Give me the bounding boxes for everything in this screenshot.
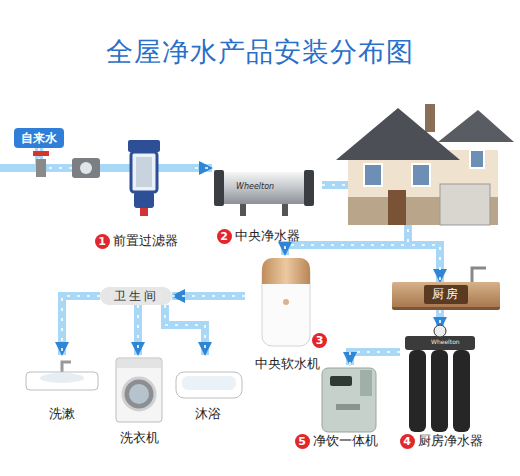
- house-window: [470, 150, 484, 168]
- callout-number: 3: [312, 333, 327, 348]
- flow-dashes: [285, 185, 408, 255]
- dispenser-node: 净饮一体机: [300, 365, 390, 450]
- filter-bowl: [134, 192, 154, 208]
- callout-number: 4: [400, 434, 415, 449]
- water-pipe: [0, 164, 39, 172]
- callout-number: 1: [95, 234, 110, 249]
- water-pipe-connector: [436, 310, 444, 330]
- house-chimney: [425, 104, 435, 132]
- node-label: 净饮一体机: [313, 433, 378, 450]
- purifier-cap: [214, 170, 224, 206]
- water-pipe-connector: [134, 305, 142, 355]
- purifier-leg: [240, 204, 246, 216]
- node-label: 中央净水器: [235, 228, 300, 245]
- brand-text: Wheelton: [431, 338, 460, 345]
- water-pipe-connector: [322, 185, 440, 282]
- node-label: 自来水: [21, 130, 57, 147]
- water-pipe-connector: [172, 292, 245, 300]
- node-label: 厨房: [424, 285, 468, 304]
- node-label: 前置过滤器: [113, 233, 178, 250]
- diagram-title: 全屋净水产品安装分布图: [0, 34, 520, 70]
- house-door: [388, 190, 406, 225]
- water-pipe: [95, 164, 195, 172]
- water-pipe-connector: [39, 148, 95, 168]
- house-window: [412, 164, 430, 186]
- flow-dashes: [172, 295, 245, 297]
- cartridge: [453, 350, 470, 432]
- cartridge: [409, 350, 426, 432]
- flow-dashes: [39, 148, 95, 168]
- water-pipe-connector: [350, 352, 400, 365]
- bathtub-inner: [182, 376, 236, 390]
- washer-body: [116, 358, 162, 422]
- house-garage: [440, 184, 490, 225]
- bathtub: [176, 372, 242, 398]
- callout-number: 2: [217, 229, 232, 244]
- softener-body: [262, 262, 310, 346]
- node-label: 洗衣机: [120, 430, 159, 447]
- room-band: 卫生间: [100, 287, 172, 305]
- fixture-node: 沐浴: [172, 355, 244, 423]
- node-label: 洗漱: [49, 406, 75, 423]
- water-pipe-connector: [165, 305, 205, 355]
- washer-glass: [129, 384, 149, 404]
- softener-cap: [262, 258, 310, 284]
- brand-text: Wheelton: [236, 182, 274, 191]
- washer-door: [123, 378, 155, 410]
- dispenser-screen: [330, 376, 352, 386]
- flow-dashes: [350, 352, 400, 365]
- filter-mesh: [136, 157, 152, 187]
- softener-cap: [262, 272, 310, 284]
- filter-node: 前置过滤器: [95, 135, 195, 250]
- flow-dashes: [137, 305, 139, 355]
- softener-node: 中央软水机: [245, 255, 330, 373]
- water-pipe-connector: [285, 185, 408, 255]
- water-pipe-connector: [62, 296, 100, 355]
- filter-drain: [140, 208, 148, 216]
- purifier-cap: [304, 170, 314, 206]
- house-roof: [438, 110, 514, 142]
- flow-dashes: [439, 310, 441, 330]
- basin-faucet: [62, 362, 71, 372]
- purifier-head: [405, 336, 475, 350]
- node-label: 厨房净水器: [418, 433, 483, 450]
- dispenser-tray: [336, 404, 360, 410]
- fixture-node: 洗衣机: [110, 355, 168, 447]
- flow-dashes: [322, 185, 440, 282]
- house-roof: [336, 108, 460, 160]
- filter-cap: [128, 140, 160, 152]
- purifier-leg: [282, 204, 288, 216]
- fixture-node: 洗漱: [22, 355, 102, 423]
- kitchen-band: 厨房: [392, 282, 500, 310]
- cartridge: [431, 350, 448, 432]
- flow-dashes: [195, 167, 212, 169]
- dispenser-body: [322, 368, 376, 432]
- flow-dashes: [165, 305, 205, 355]
- filter-body: [131, 152, 157, 192]
- softener-light: [283, 299, 289, 305]
- kitchen-purifier-node: 厨房净水器: [400, 330, 500, 450]
- flow-dashes: [62, 296, 100, 355]
- house-stone: [348, 197, 498, 225]
- node-label: 沐浴: [195, 406, 221, 423]
- callout-number: 5: [295, 434, 310, 449]
- dispenser-tank: [360, 370, 372, 396]
- wash-basin: [26, 372, 98, 390]
- water-pipe-connector: [195, 164, 212, 172]
- node-label: 中央软水机: [255, 356, 320, 373]
- basin-bowl: [40, 373, 84, 383]
- node-label: 卫生间: [114, 288, 159, 305]
- washer-panel: [117, 359, 161, 368]
- purifier-tube: [218, 172, 310, 204]
- source-tag: 自来水: [14, 128, 64, 148]
- kitchen-faucet: [472, 268, 486, 282]
